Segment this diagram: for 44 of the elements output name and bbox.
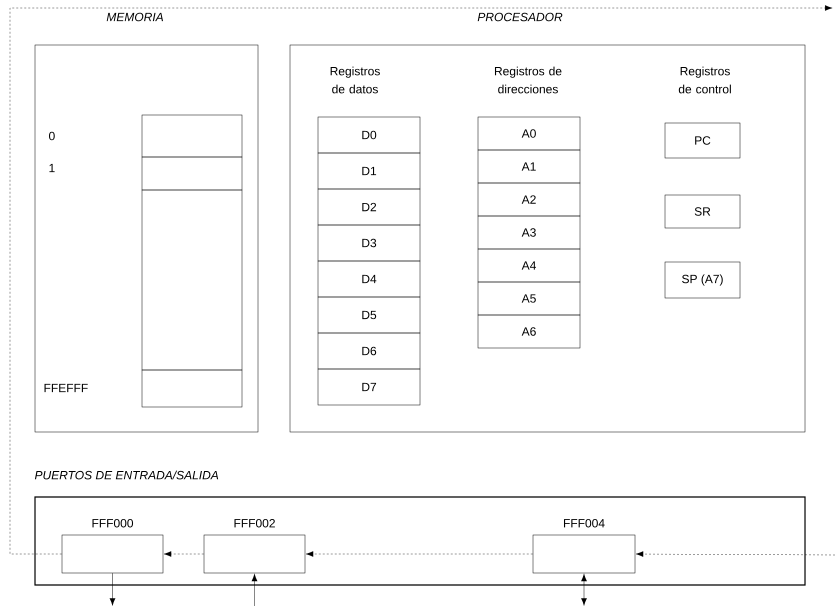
register-box: A4	[478, 248, 580, 282]
register-box: D2	[318, 188, 420, 226]
register-box: D3	[318, 224, 420, 262]
register-box: SR	[664, 194, 740, 228]
register-box: A6	[478, 314, 580, 348]
register-box: D5	[318, 296, 420, 334]
register-box: PC	[664, 122, 740, 158]
port-box: FFF000	[62, 518, 164, 574]
register-box: D6	[318, 332, 420, 370]
node-label: PROCESADOR	[478, 12, 562, 22]
register-box: A3	[478, 216, 580, 250]
register-box: D1	[318, 152, 420, 190]
bus-line	[306, 551, 533, 557]
bus-line	[10, 5, 832, 554]
memory-cell	[142, 156, 242, 190]
port-box: FFF004	[532, 518, 636, 574]
column-heading: Registros de control	[678, 66, 731, 94]
register-box: A5	[478, 282, 580, 316]
bus-line	[636, 551, 835, 557]
memory-cell	[142, 370, 242, 408]
memory-cell	[142, 114, 242, 158]
node-label: FFF004	[564, 518, 605, 528]
arrow	[110, 573, 116, 606]
port-box: FFF002	[204, 518, 306, 574]
node-label: FFF000	[92, 518, 134, 528]
column-heading: Registros de datos	[330, 66, 380, 94]
register-box: A2	[478, 182, 580, 216]
memory-cell	[142, 190, 242, 370]
address-label: FFEFFF	[44, 384, 88, 392]
register-box: D4	[318, 260, 420, 298]
node-label: MEMORIA	[106, 12, 164, 22]
register-box: D7	[318, 368, 420, 406]
register-box: D0	[318, 116, 420, 154]
address-label: 1	[49, 164, 55, 172]
arrow	[252, 574, 258, 582]
register-box: A1	[478, 150, 580, 184]
column-heading: Registros de direcciones	[494, 66, 562, 94]
node-label: PUERTOS DE ENTRADA/SALIDA	[34, 470, 218, 480]
address-label: 0	[49, 132, 55, 140]
register-box: A0	[478, 116, 580, 150]
node-label: FFF002	[234, 518, 275, 528]
bus-line	[164, 551, 204, 557]
arrow	[581, 574, 587, 606]
register-box: SP (A7)	[664, 262, 740, 298]
